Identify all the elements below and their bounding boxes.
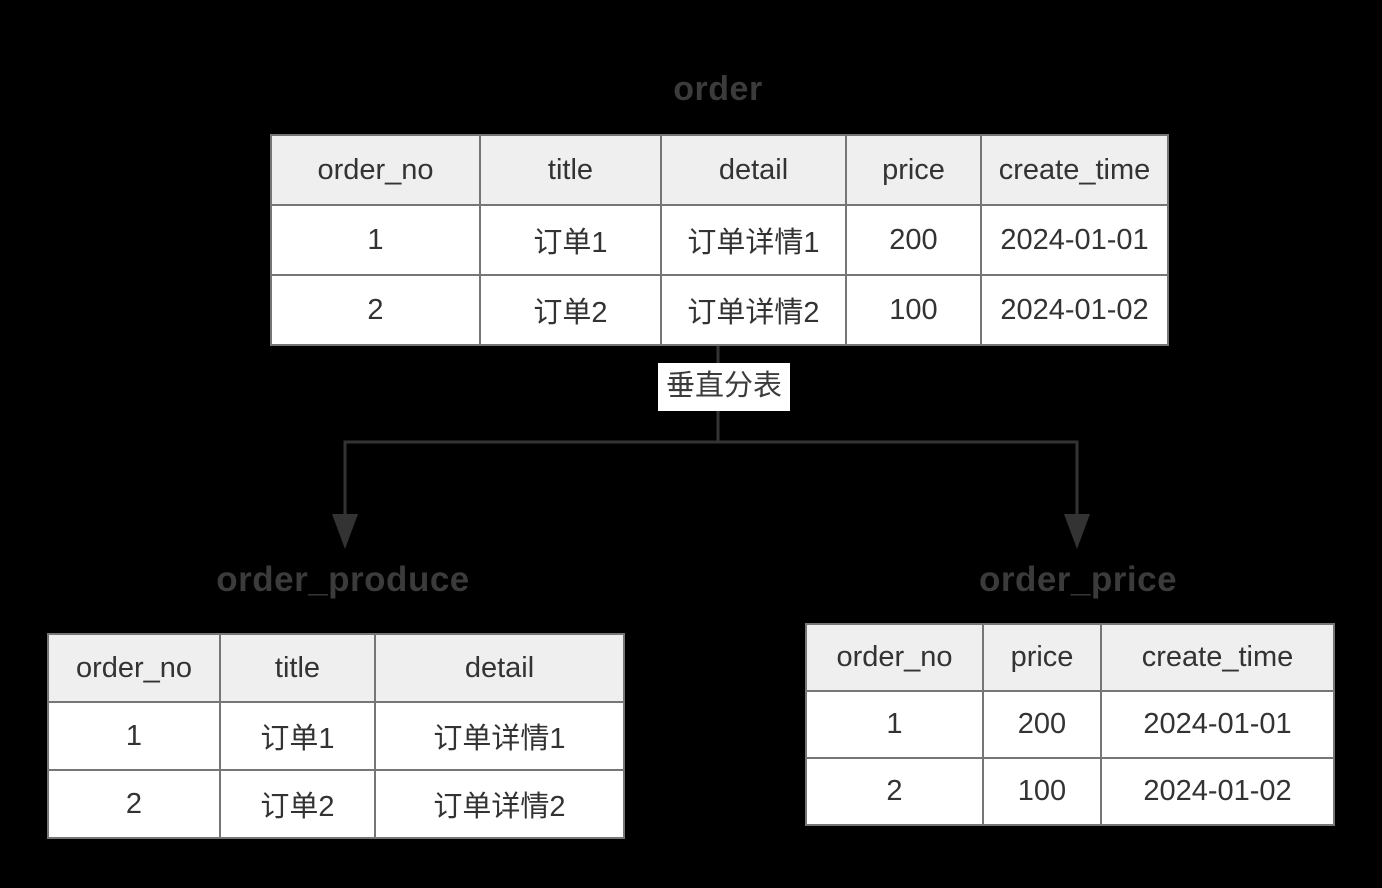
split-label: 垂直分表 [658,363,791,411]
column-header: order_no [47,633,221,703]
table-cell: 200 [845,204,982,276]
table-cell: 2024-01-02 [1100,757,1335,826]
order-table-title: order [673,70,763,108]
table-cell: 100 [845,274,982,346]
header-row: order_no title detail price create_time [270,134,1169,206]
connector-branch-line [343,440,1079,518]
column-header: price [845,134,982,206]
table-cell: 2 [47,769,221,839]
table-cell: 2024-01-01 [1100,690,1335,759]
down-arrow-icon [1064,514,1090,549]
table-cell: 2024-01-01 [980,204,1169,276]
header-row: order_no title detail [47,633,625,703]
table-row: 2 订单2 订单详情2 100 2024-01-02 [270,274,1169,346]
table-row: 1 200 2024-01-01 [805,690,1335,759]
column-header: title [219,633,376,703]
table-cell: 订单2 [479,274,662,346]
table-cell: 订单1 [479,204,662,276]
header-row: order_no price create_time [805,623,1335,692]
table-cell: 1 [805,690,984,759]
column-header: detail [660,134,847,206]
order-table: order_no title detail price create_time … [270,134,1169,346]
table-cell: 1 [270,204,481,276]
table-cell: 1 [47,701,221,771]
table-row: 2 订单2 订单详情2 [47,769,625,839]
order-price-table: order_no price create_time 1 200 2024-01… [805,623,1335,826]
column-header: title [479,134,662,206]
table-cell: 订单详情1 [660,204,847,276]
order-price-table-title: order_price [978,560,1178,599]
table-cell: 2 [270,274,481,346]
order-produce-table: order_no title detail 1 订单1 订单详情1 2 订单2 … [47,633,625,839]
table-cell: 订单2 [219,769,376,839]
table-row: 2 100 2024-01-02 [805,757,1335,826]
column-header: detail [374,633,625,703]
table-cell: 订单详情2 [374,769,625,839]
down-arrow-icon [332,514,358,549]
table-row: 1 订单1 订单详情1 200 2024-01-01 [270,204,1169,276]
column-header: price [982,623,1102,692]
order-produce-table-title: order_produce [216,560,470,599]
table-cell: 订单详情1 [374,701,625,771]
table-cell: 2024-01-02 [980,274,1169,346]
table-cell: 订单详情2 [660,274,847,346]
table-cell: 订单1 [219,701,376,771]
column-header: create_time [1100,623,1335,692]
column-header: order_no [270,134,481,206]
column-header: create_time [980,134,1169,206]
table-cell: 2 [805,757,984,826]
table-cell: 100 [982,757,1102,826]
table-cell: 200 [982,690,1102,759]
column-header: order_no [805,623,984,692]
table-row: 1 订单1 订单详情1 [47,701,625,771]
